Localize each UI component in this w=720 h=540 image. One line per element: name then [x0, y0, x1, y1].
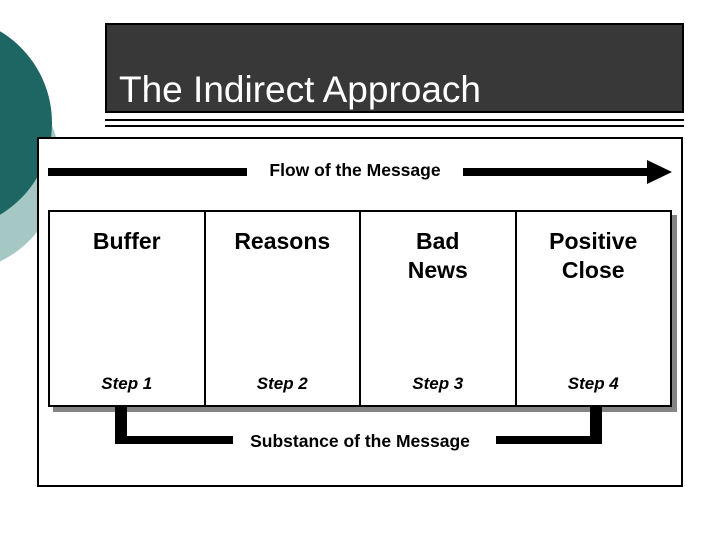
substance-bracket-left-vertical	[115, 407, 127, 444]
substance-banner-label: Substance of the Message	[250, 431, 470, 451]
flow-banner-label: Flow of the Message	[269, 160, 441, 180]
substance-bracket-left-horizontal	[115, 436, 233, 444]
cell-step-2: Step 2	[256, 374, 308, 393]
cell-header-bad-news: Bad News	[407, 228, 468, 283]
flow-arrow-line	[463, 168, 651, 176]
arrow-right-icon	[647, 160, 672, 184]
cell-step-3: Step 3	[412, 374, 464, 393]
cell-step-4: Step 4	[567, 374, 619, 393]
table-cell-buffer: Buffer Step 1	[50, 212, 206, 405]
substance-bracket-right-vertical	[590, 407, 602, 444]
cell-header-buffer: Buffer	[92, 228, 161, 254]
cell-header-reasons: Reasons	[234, 228, 331, 254]
title-bar: The Indirect Approach	[105, 23, 684, 113]
table-cell-positive-close: Positive Close Step 4	[517, 212, 671, 405]
cell-step-1: Step 1	[101, 374, 153, 393]
table-cell-reasons: Reasons Step 2	[206, 212, 361, 405]
page-title: The Indirect Approach	[119, 69, 481, 111]
process-table: Buffer Step 1 Reasons Step 2 Bad News St…	[48, 210, 672, 407]
substance-bracket-right-horizontal	[496, 436, 602, 444]
content-panel: Flow of the Message Buffer Step 1 Reason…	[37, 137, 683, 487]
table-cell-bad-news: Bad News Step 3	[361, 212, 517, 405]
flow-line-left	[48, 168, 247, 176]
cell-header-positive-close: Positive Close	[549, 228, 638, 283]
title-underline	[105, 119, 684, 127]
